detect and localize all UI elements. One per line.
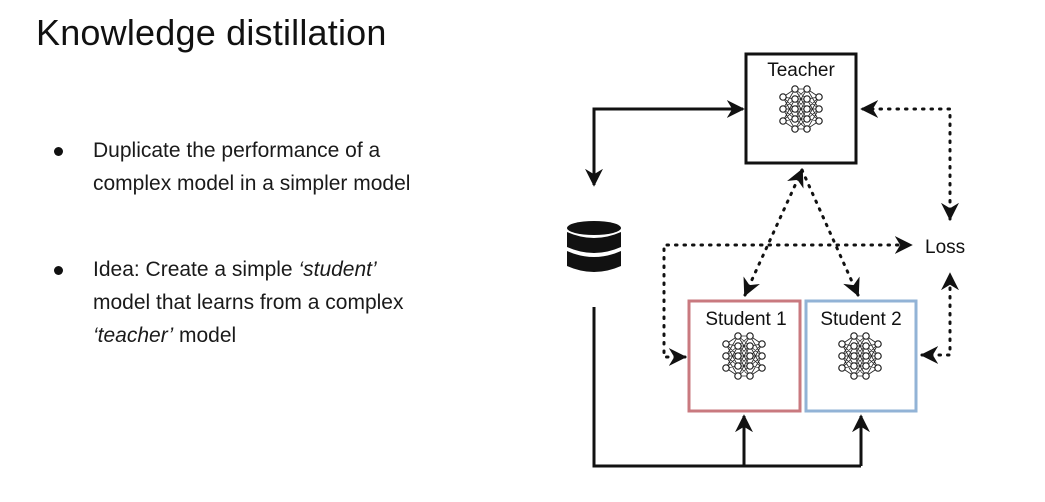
teacher-student-2-dotted-arrow <box>800 168 860 297</box>
teacher-node: Teacher <box>744 52 858 165</box>
bullet-item-idea: Idea: Create a simple ‘student’ model th… <box>50 253 470 352</box>
loss-to-teacher-dotted-arrow <box>860 100 959 221</box>
student-1-to-loss-dotted-arrow <box>662 236 913 366</box>
bullet-1-line-1: Duplicate the performance of a <box>93 139 381 162</box>
dotted-arrows <box>662 100 959 366</box>
slide-title: Knowledge distillation <box>36 12 387 53</box>
bullet-2-teacher-term: ‘teacher’ <box>93 324 174 347</box>
solid-arrows <box>585 100 870 468</box>
bullet-dot <box>54 147 63 156</box>
bullet-dot <box>54 266 63 275</box>
bullet-list: Duplicate the performance of a complex m… <box>50 134 470 352</box>
bullet-2-line-1-prefix: Idea: Create a simple <box>93 258 299 281</box>
student-2-node: Student 2 <box>804 299 918 413</box>
data-to-students-line <box>592 307 861 468</box>
teacher-label: Teacher <box>767 60 835 81</box>
student-1-label: Student 1 <box>705 309 786 330</box>
teacher-student-1-dotted-arrow <box>743 168 804 297</box>
teacher-to-data-arrow <box>585 100 745 187</box>
loss-label: Loss <box>925 237 965 258</box>
bullet-1-line-2: complex model in a simpler model <box>93 172 411 195</box>
student-2-label: Student 2 <box>820 309 901 330</box>
student-2-to-loss-dotted-arrow <box>920 272 959 364</box>
bullet-2-student-term: ‘student’ <box>298 258 377 281</box>
student-1-node: Student 1 <box>687 299 802 413</box>
bullet-item-duplicate: Duplicate the performance of a complex m… <box>50 134 470 200</box>
database-icon <box>567 221 621 272</box>
bullet-2-line-3-suffix: model <box>173 324 237 347</box>
bullet-2-line-2: model that learns from a complex <box>93 291 404 314</box>
